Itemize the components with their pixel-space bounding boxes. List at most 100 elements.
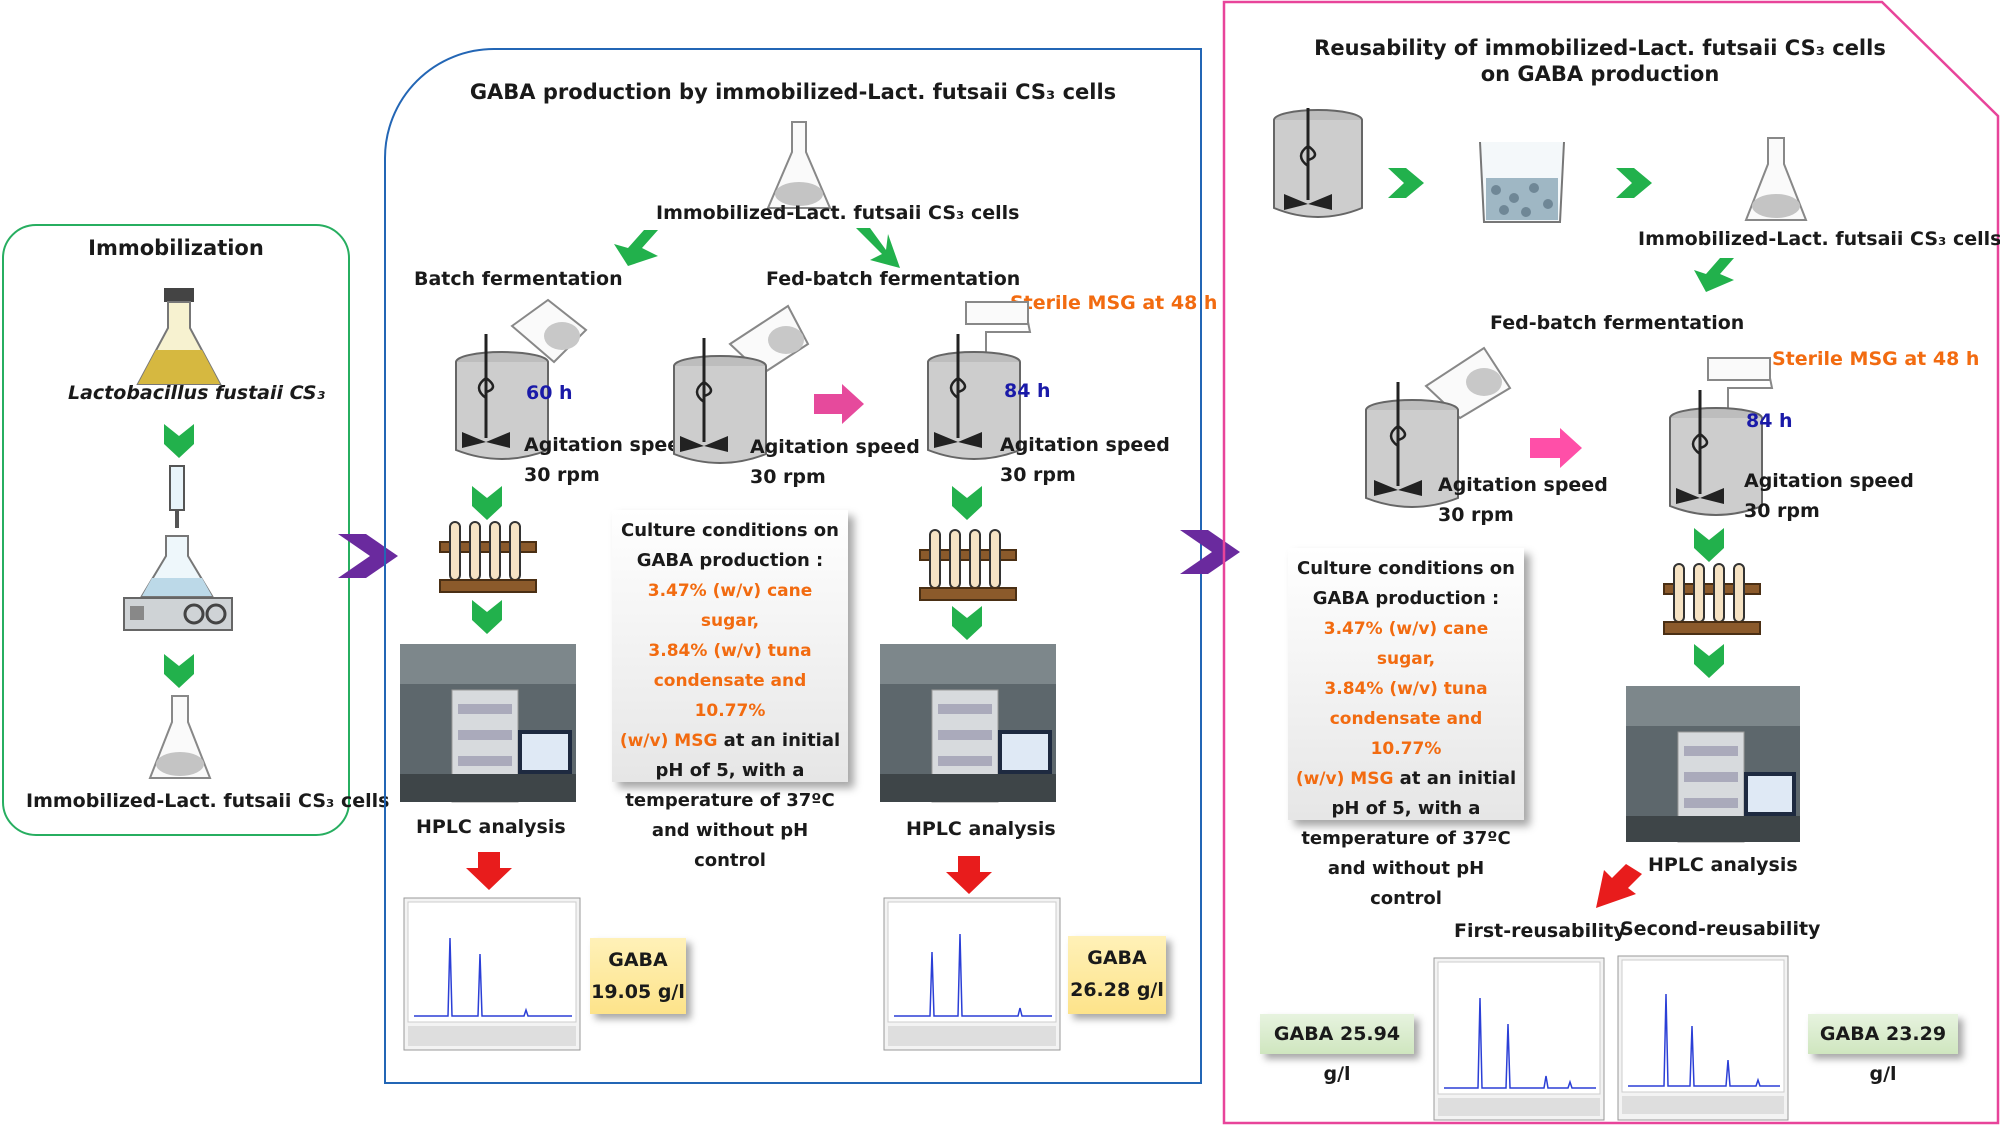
conditions-line: and without pH control [1327,858,1485,909]
reuse-fedbatch-title: Fed-batch fermentation [1490,312,1745,334]
agitation-value: 30 rpm [750,466,826,488]
batch-title: Batch fermentation [414,268,623,290]
conditions-line: condensate and 10.77% [653,671,807,721]
reuse-sterile-msg: Sterile MSG at 48 h [1772,348,1980,370]
test-tube-rack-icon [1663,563,1761,635]
chromatogram [883,897,1061,1051]
agitation-label: Agitation speed [750,436,920,458]
strain-label: Lactobacillus fustaii CS₃ [68,382,325,404]
conditions-line: at an initial [1393,768,1517,789]
agitation-value: 30 rpm [524,464,600,486]
culture-conditions-box: Culture conditions on GABA production : … [612,510,848,871]
chromatogram [1617,955,1789,1121]
reuse-culture-conditions-box: Culture conditions on GABA production : … [1288,548,1524,909]
green-arrow-icon [164,654,194,688]
purple-chevron-icon [1180,530,1240,574]
conditions-line: Culture conditions on [621,520,839,541]
culture-flask-icon [136,288,222,385]
gaba-panel-title: GABA production by immobilized-Lact. fut… [469,80,1117,104]
magenta-arrow-icon [814,384,864,424]
conditions-line: 3.47% (w/v) cane sugar, [1323,619,1489,669]
bioreactor-icon [673,304,810,464]
hplc-photo [880,644,1056,803]
reuse-title-line2: on GABA production [1480,62,1720,86]
green-arrow-icon [1694,644,1724,678]
agitation-label: Agitation speed [524,434,694,456]
chromatogram [403,897,581,1051]
immobilization-panel [2,224,350,836]
hplc-photo [400,644,576,803]
green-arrow-icon [472,486,502,520]
green-arrow-icon [1694,528,1724,562]
agitation-value: 30 rpm [1744,500,1820,522]
batch-time-label: 60 h [526,382,573,404]
fedbatch-title: Fed-batch fermentation [766,268,1021,290]
batch-result: GABA 19.05 g/l [590,938,686,1014]
bioreactor-icon [927,301,1032,460]
flask-icon [148,695,212,779]
result-label: GABA [608,949,668,971]
bioreactor-icon [1365,346,1512,508]
fed-result: GABA 26.28 g/l [1068,936,1166,1014]
reuse-fed-time: 84 h [1746,410,1793,432]
conditions-line: temperature of 37ºC [1301,828,1511,849]
sterile-msg-label: Sterile MSG at 48 h [1010,292,1218,314]
conditions-line: (w/v) MSG [1295,769,1394,789]
conditions-line: temperature of 37ºC [625,790,835,811]
result-value: 19.05 g/l [591,981,685,1003]
bioreactor-icon [1669,357,1774,516]
conditions-line: (w/v) MSG [619,731,718,751]
green-arrow-icon [164,424,194,458]
conditions-line: condensate and 10.77% [1329,709,1483,759]
agitation-label: Agitation speed [1000,434,1170,456]
red-arrow-icon [1596,864,1642,908]
green-arrow-icon [952,606,982,640]
conditions-line: and without pH control [651,820,809,871]
agitation-label: Agitation speed [1438,474,1608,496]
reuse-hplc-label: HPLC analysis [1648,854,1798,876]
gaba-cells-label: Immobilized-Lact. futsaii CS₃ cells [656,202,1020,224]
hplc-label: HPLC analysis [416,816,566,838]
conditions-line: 3.84% (w/v) tuna [1324,679,1488,699]
red-arrow-icon [946,856,992,894]
magenta-arrow-icon [1530,428,1582,468]
green-arrow-icon [1388,168,1424,198]
chromatogram [1433,957,1605,1121]
hplc-label: HPLC analysis [906,818,1056,840]
agitation-label: Agitation speed [1744,470,1914,492]
reuse-cells-label: Immobilized-Lact. futsaii CS₃ cells [1638,228,2000,250]
result-label: GABA [1087,947,1147,969]
stirrer-icon [123,465,233,631]
bioreactor-icon [455,298,588,460]
green-arrow-icon [1694,258,1734,292]
conditions-line: 3.47% (w/v) cane sugar, [647,581,813,631]
result-value: 26.28 g/l [1070,979,1164,1001]
conditions-line: Culture conditions on [1297,558,1515,579]
second-reusability-label: Second-reusability [1620,918,1821,940]
green-arrow-icon [614,230,658,266]
bioreactor-icon [1273,108,1363,218]
reusability-panel [1222,0,2000,1125]
agitation-value: 30 rpm [1438,504,1514,526]
second-result: GABA 23.29 g/l [1808,1014,1958,1085]
green-arrow-icon [856,228,900,268]
conditions-line: pH of 5, with a [655,760,805,781]
test-tube-rack-icon [439,521,537,593]
conditions-line: GABA production : [1312,588,1500,609]
test-tube-rack-icon [919,529,1017,601]
first-result: GABA 25.94 g/l [1260,1014,1414,1085]
green-arrow-icon [472,600,502,634]
beaker-icon [1479,141,1565,223]
hplc-photo [1626,686,1800,843]
green-arrow-icon [952,486,982,520]
green-arrow-icon [1616,168,1652,198]
conditions-line: pH of 5, with a [1331,798,1481,819]
conditions-line: 3.84% (w/v) tuna [648,641,812,661]
immobilization-title: Immobilization [88,236,264,260]
reuse-title-line1: Reusability of immobilized-Lact. futsaii… [1314,36,1886,60]
fed-time-label: 84 h [1004,380,1051,402]
agitation-value: 30 rpm [1000,464,1076,486]
purple-chevron-icon [338,534,398,578]
red-arrow-icon [466,852,512,890]
flask-icon [1744,137,1808,221]
